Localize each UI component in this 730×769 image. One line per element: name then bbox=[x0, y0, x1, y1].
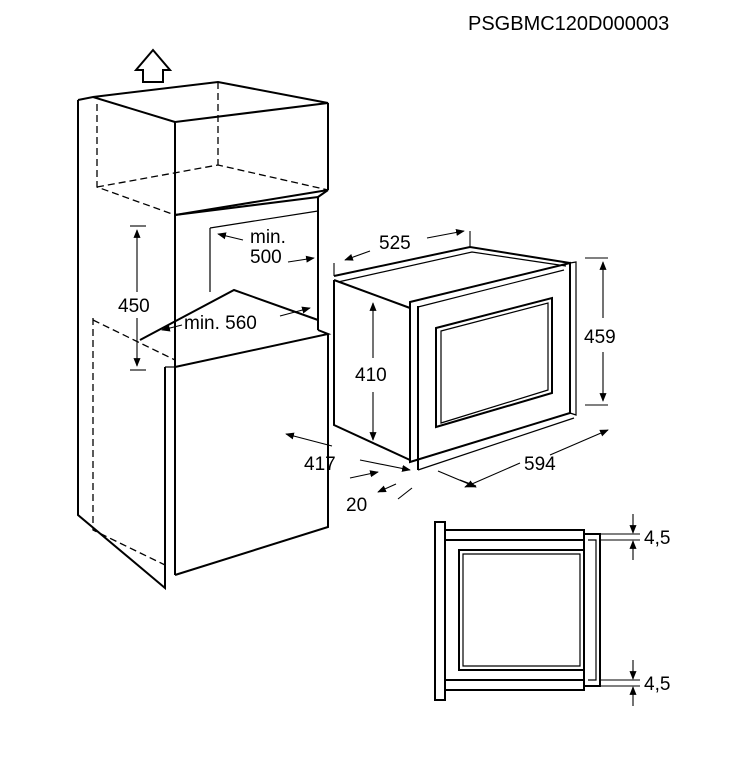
appliance-dimensions: 525 459 410 417 594 20 bbox=[285, 229, 616, 516]
gap-dimensions: 4,5 4,5 bbox=[629, 514, 670, 706]
appliance-height-label: 459 bbox=[584, 327, 616, 348]
side-depth-label: 417 bbox=[304, 454, 336, 475]
cabinet-dimensions: 450 min. 500 min. 560 bbox=[118, 225, 315, 371]
side-section-view bbox=[434, 521, 640, 701]
up-arrow-icon bbox=[133, 48, 173, 83]
cabinet bbox=[77, 80, 332, 591]
niche-height-label: 450 bbox=[118, 296, 150, 317]
drawing-code: PSGBMC120D000003 bbox=[468, 13, 669, 35]
front-offset-label: 20 bbox=[346, 495, 367, 516]
appliance bbox=[333, 245, 577, 471]
appliance-depth-label: 525 bbox=[379, 233, 411, 254]
gap-bottom-label: 4,5 bbox=[644, 674, 670, 695]
front-width-label: 594 bbox=[524, 454, 556, 475]
front-height-label: 410 bbox=[355, 365, 387, 386]
min-width-label: min. 560 bbox=[184, 313, 257, 334]
gap-top-label: 4,5 bbox=[644, 528, 670, 549]
min-depth-value: 500 bbox=[250, 247, 282, 268]
min-depth-prefix: min. bbox=[250, 227, 286, 248]
